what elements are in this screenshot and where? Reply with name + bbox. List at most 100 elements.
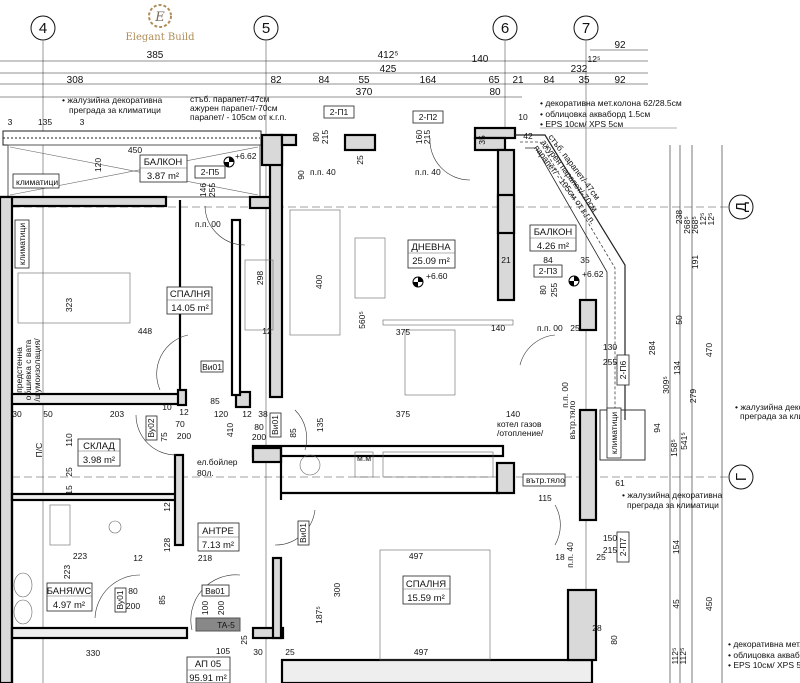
dimension-label: 94 [652, 423, 662, 433]
dimension-label: 120 [93, 158, 103, 172]
svg-text:ажурен парапет/-70см: ажурен парапет/-70см [190, 103, 278, 113]
dimension-label: 470 [704, 343, 714, 357]
top-dimensions: 385 412⁵ 140 12⁵ 92 425 232 308 82 84 55… [0, 40, 648, 98]
svg-text:140: 140 [472, 54, 489, 65]
dimension-label: 110 [64, 433, 74, 447]
dimension-label: 10 [162, 402, 172, 412]
room-label-bedroom-1: СПАЛНЯ 14.05 m² [166, 286, 213, 315]
sofa [289, 209, 341, 336]
level-marker-icon [568, 275, 580, 287]
svg-text:п.п. 00: п.п. 00 [195, 219, 221, 229]
dimension-label: 115 [538, 493, 552, 503]
dimension-label: 80 [538, 285, 548, 295]
dimension-label: 75 [159, 432, 169, 442]
svg-text:Ву01: Ву01 [115, 590, 125, 610]
svg-text:АП 05: АП 05 [195, 659, 221, 670]
svg-text:65: 65 [488, 75, 500, 86]
svg-text:80л.: 80л. [197, 468, 214, 478]
svg-text:84: 84 [543, 75, 555, 86]
level-marker-icon [412, 276, 424, 288]
svg-text:/отопление/: /отопление/ [497, 428, 544, 438]
dimension-label: 203 [110, 409, 124, 419]
svg-text:5: 5 [262, 20, 270, 37]
dimension-label: 90 [296, 170, 306, 180]
svg-text:• облицовка акваборд 1.5см: • облицовка акваборд 1.5см [540, 109, 650, 119]
svg-text:Ви01: Ви01 [202, 362, 222, 372]
svg-text:АНТРЕ: АНТРЕ [202, 526, 234, 537]
dimension-label: 215 [422, 130, 432, 144]
level-marker-icon [223, 156, 235, 168]
dimension-label: 25 [570, 323, 580, 333]
svg-text:Ви01: Ви01 [298, 523, 308, 543]
dimension-label: 200 [126, 601, 140, 611]
svg-text:80: 80 [489, 87, 501, 98]
dimension-label: 160 [414, 130, 424, 144]
svg-text:п.п. 00: п.п. 00 [560, 382, 570, 408]
dimension-label: 448 [138, 326, 152, 336]
dimension-label: 35 [580, 255, 590, 265]
logo: E Elegant Build [125, 4, 195, 43]
dimension-label: 85 [288, 428, 298, 438]
svg-text:92: 92 [614, 40, 626, 51]
svg-text:БАЛКОН: БАЛКОН [144, 157, 183, 168]
dimension-label: 21 [501, 255, 511, 265]
dimension-label: 80 [609, 635, 619, 645]
svg-text:+6.62: +6.62 [582, 269, 604, 279]
dimension-label: 12 [262, 326, 272, 336]
svg-text:• EPS 10см/ XPS 5с: • EPS 10см/ XPS 5с [728, 660, 800, 670]
axis-marker-6: 6 [492, 15, 518, 41]
dimension-label: 80 [311, 132, 321, 142]
dining-table [404, 329, 456, 396]
svg-text:Ву02: Ву02 [146, 418, 156, 438]
svg-text:преграда за климатици: преграда за климатици [69, 105, 161, 115]
dimension-label: 12⁵ [698, 213, 708, 226]
svg-text:6: 6 [501, 20, 509, 37]
svg-text:7.13 m²: 7.13 m² [202, 540, 234, 551]
dimension-label: 223 [62, 565, 72, 579]
dimension-label: 105 [216, 646, 230, 656]
svg-text:климатици: климатици [609, 412, 619, 454]
dimension-label: 200 [216, 601, 226, 615]
dimension-label: 42 [523, 131, 533, 141]
dimension-label: 298 [255, 271, 265, 285]
dimension-label: 134 [672, 361, 682, 375]
dimension-label: 10 [518, 112, 528, 122]
svg-text:TA-5: TA-5 [217, 620, 235, 630]
room-label-balcony-2: БАЛКОН 4.26 m² [529, 224, 577, 252]
svg-text:Ви01: Ви01 [270, 415, 280, 435]
opening-tags: 2-П1 2-П2 2-П5 2-П3 2-П6 2-П7 [194, 105, 630, 563]
dimension-label: 112⁵ [678, 647, 688, 664]
axis-marker-7: 7 [573, 15, 599, 41]
svg-text:4: 4 [39, 20, 47, 37]
svg-text:• декоративна мет.колона 62/28: • декоративна мет.колона 62/28.5см [540, 98, 682, 108]
axis-marker-5: 5 [253, 15, 279, 41]
dimension-label: 541⁵ [679, 432, 689, 450]
svg-text:92: 92 [614, 75, 626, 86]
axis-marker-d: Д [728, 194, 754, 220]
svg-text:СКЛАД: СКЛАД [83, 441, 115, 452]
dimension-label: 135 [315, 418, 325, 432]
dimension-label: 70 [175, 419, 185, 429]
svg-text:95.91 m²: 95.91 m² [189, 673, 227, 683]
dimension-label: 279 [688, 389, 698, 403]
dimension-label: 330 [86, 648, 100, 658]
svg-text:15.59 m²: 15.59 m² [407, 593, 445, 604]
room-label-balcony-1: БАЛКОН 3.87 m² [139, 154, 188, 183]
svg-text:232: 232 [571, 64, 588, 75]
svg-text:стъб. парапет/-47см: стъб. парапет/-47см [190, 94, 270, 104]
svg-text:7: 7 [582, 20, 590, 37]
dimension-label: 215 [603, 545, 617, 555]
svg-text:Вв01: Вв01 [205, 586, 225, 596]
dimension-label: 3 [80, 117, 85, 127]
dimension-label: 200 [177, 431, 191, 441]
dimension-label: 284 [647, 341, 657, 355]
dimension-label: 255 [549, 283, 559, 297]
dimension-label: 12 [242, 409, 252, 419]
svg-text:25.09 m²: 25.09 m² [412, 256, 450, 267]
svg-text:ДНЕВНА: ДНЕВНА [411, 242, 451, 253]
svg-text:308: 308 [67, 75, 84, 86]
svg-text:• жалузийна декоративна: • жалузийна декоративна [622, 490, 722, 500]
dimension-label: 450 [704, 597, 714, 611]
svg-text:вътр.тяло: вътр.тяло [567, 400, 577, 439]
